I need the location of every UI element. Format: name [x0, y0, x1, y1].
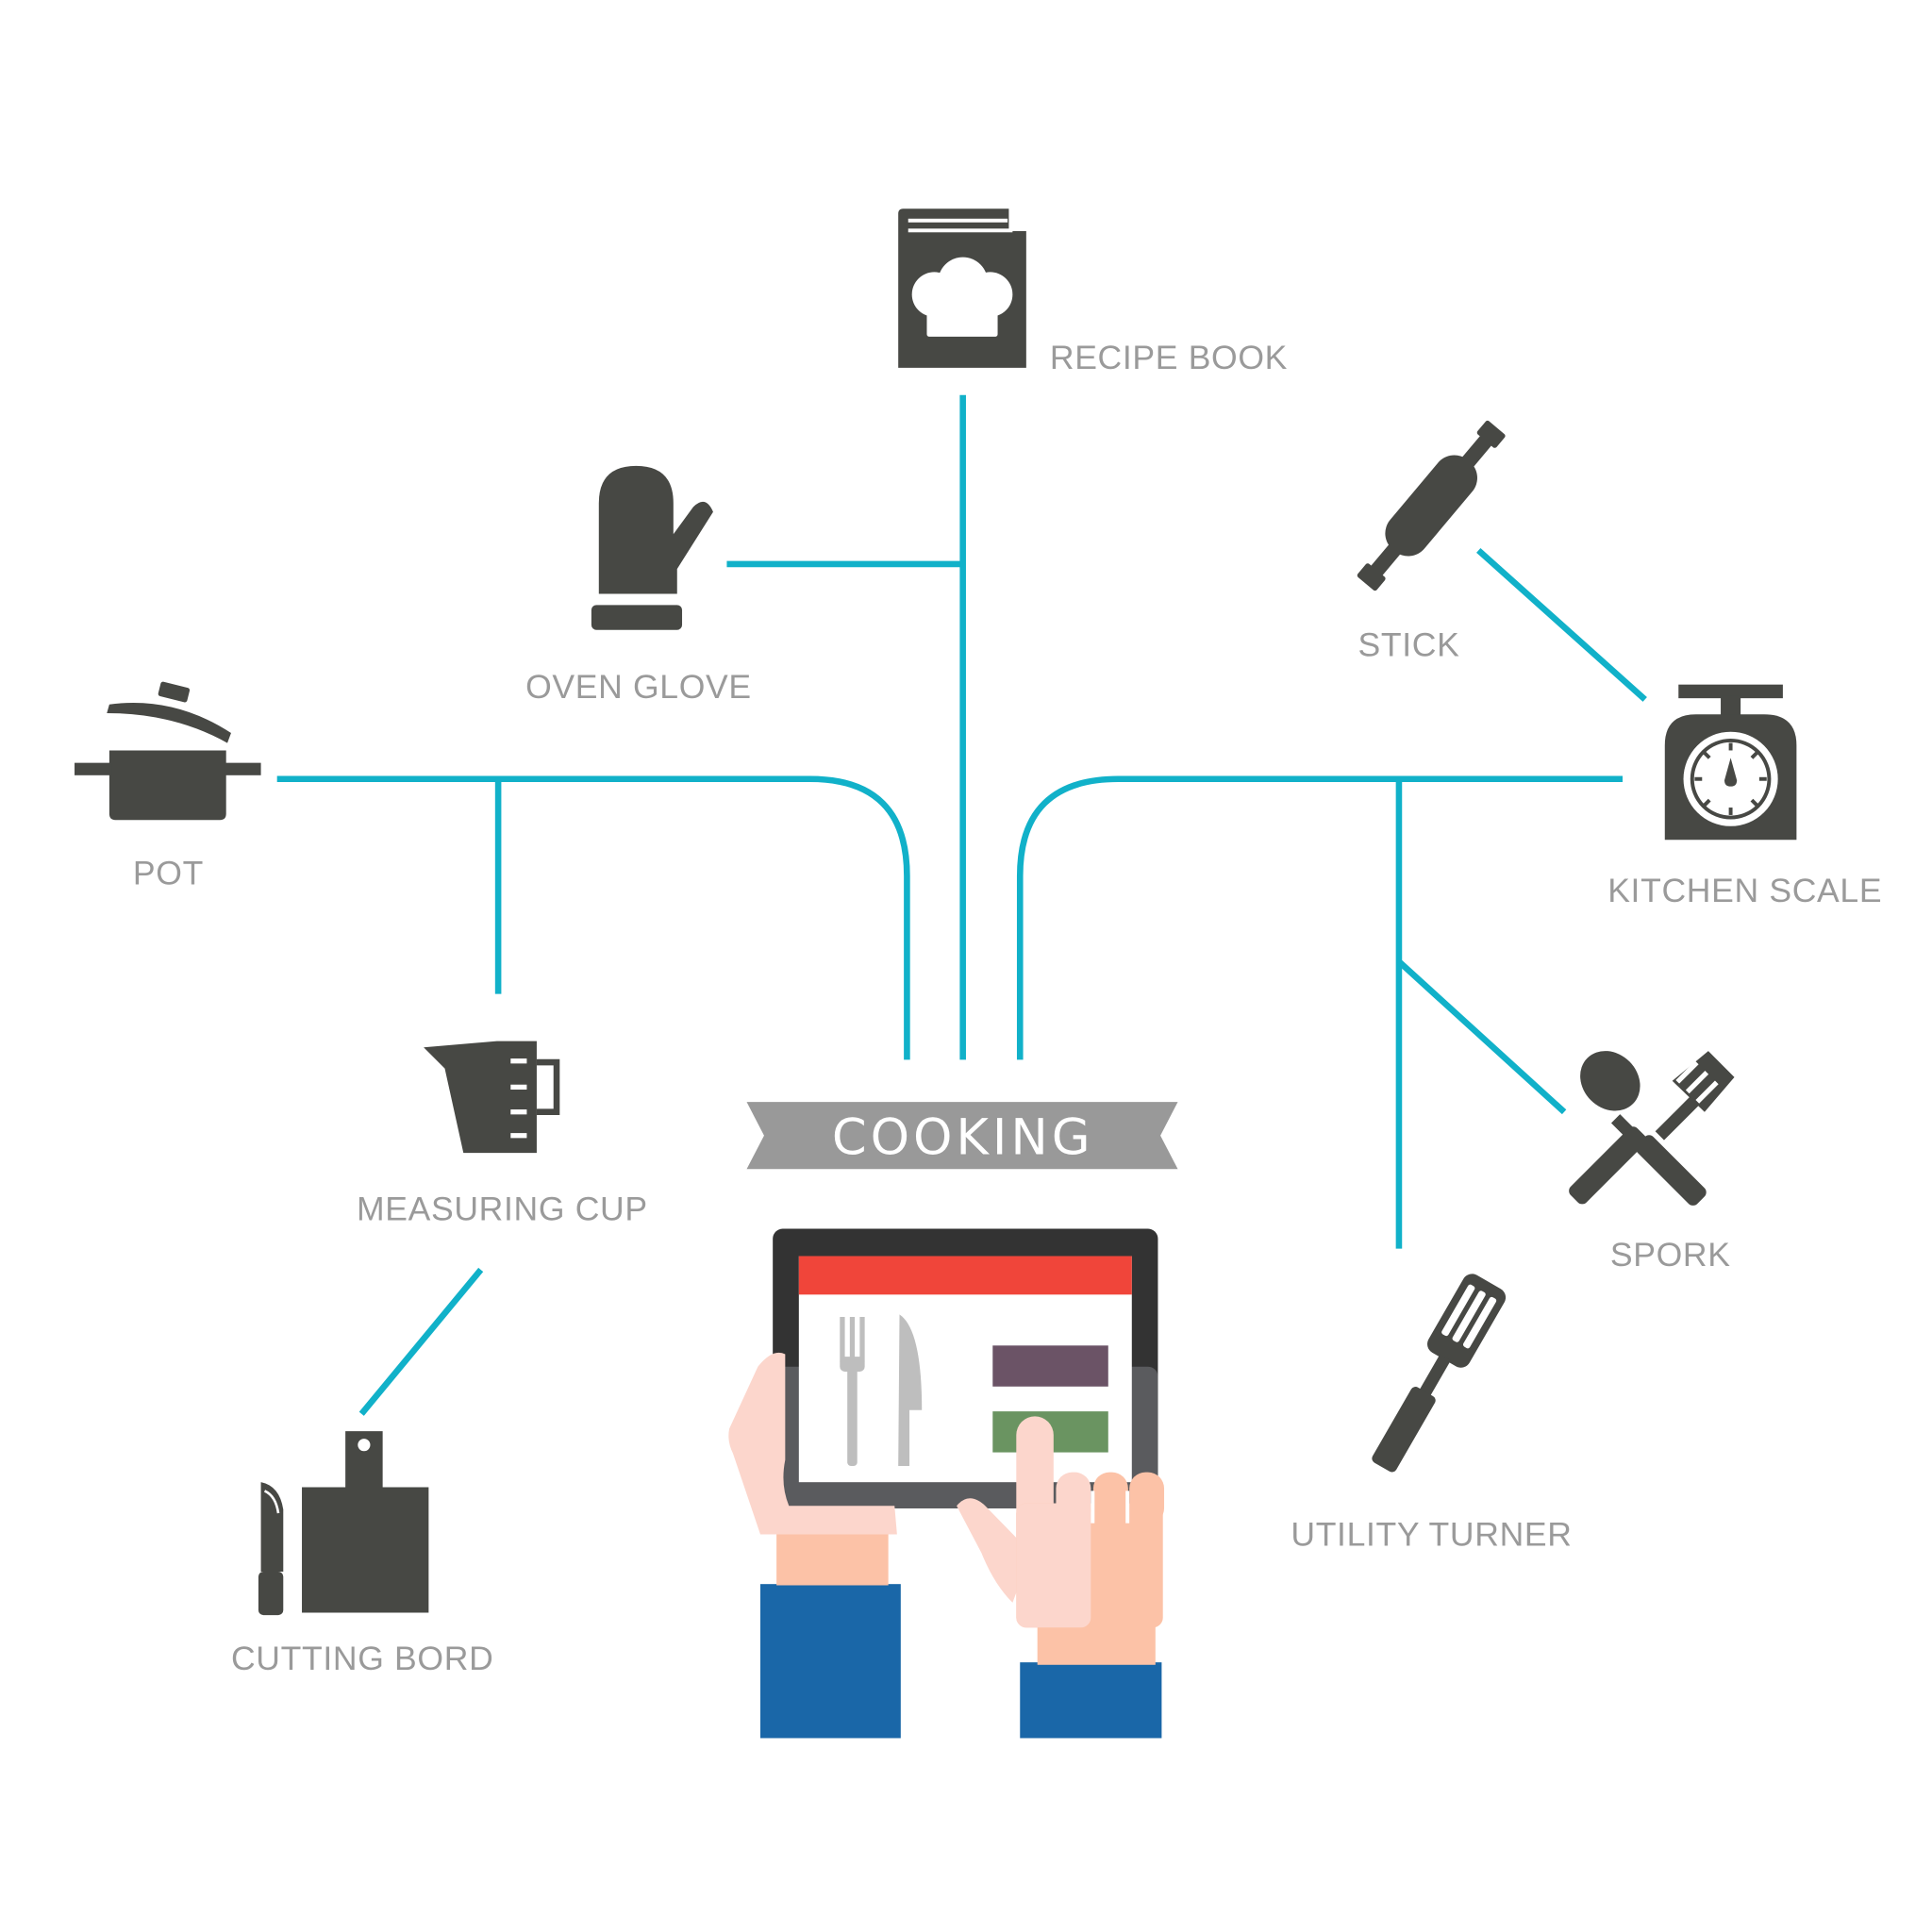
- label-cutting-board: CUTTING BORD: [231, 1640, 493, 1677]
- screen-knife-icon: [898, 1314, 923, 1467]
- label-stick: STICK: [1357, 625, 1459, 663]
- screen-bar-top: [992, 1345, 1108, 1387]
- oven-glove-icon: [591, 465, 713, 630]
- right-sleeve: [1020, 1662, 1162, 1739]
- utility-turner-icon: [1372, 1274, 1507, 1473]
- left-sleeve: [760, 1584, 901, 1739]
- measuring-cup-icon: [424, 1041, 560, 1154]
- tablet-header-bar: [798, 1256, 1132, 1295]
- connector-right-trunk: [1016, 775, 1624, 1060]
- label-recipe-book: RECIPE BOOK: [1050, 339, 1288, 376]
- label-measuring-cup: MEASURING CUP: [357, 1190, 648, 1227]
- pot-icon: [75, 681, 261, 821]
- tablet-illustration: [728, 1228, 1165, 1739]
- title-banner: COOKING: [746, 1102, 1178, 1170]
- label-spork: SPORK: [1610, 1236, 1731, 1274]
- kitchen-scale-icon: [1664, 684, 1797, 841]
- rolling-pin-icon: [1357, 420, 1506, 591]
- connector-spork: [1396, 958, 1567, 1115]
- label-utility-turner: UTILITY TURNER: [1291, 1515, 1572, 1553]
- screen-fork-icon: [840, 1317, 865, 1467]
- connector-left-trunk: [276, 775, 910, 1060]
- tablet-icon: [773, 1228, 1158, 1508]
- connector-cup-board: [358, 1267, 484, 1416]
- label-pot: POT: [133, 855, 204, 892]
- connector-lines: [276, 394, 1647, 1416]
- cutting-board-icon: [258, 1431, 429, 1616]
- spork-icon: [1569, 1051, 1735, 1206]
- recipe-book-icon: [898, 208, 1026, 368]
- banner-title: COOKING: [832, 1108, 1094, 1166]
- label-kitchen-scale: KITCHEN SCALE: [1607, 872, 1882, 909]
- connector-stick-scale: [1476, 547, 1647, 702]
- label-oven-glove: OVEN GLOVE: [525, 668, 752, 706]
